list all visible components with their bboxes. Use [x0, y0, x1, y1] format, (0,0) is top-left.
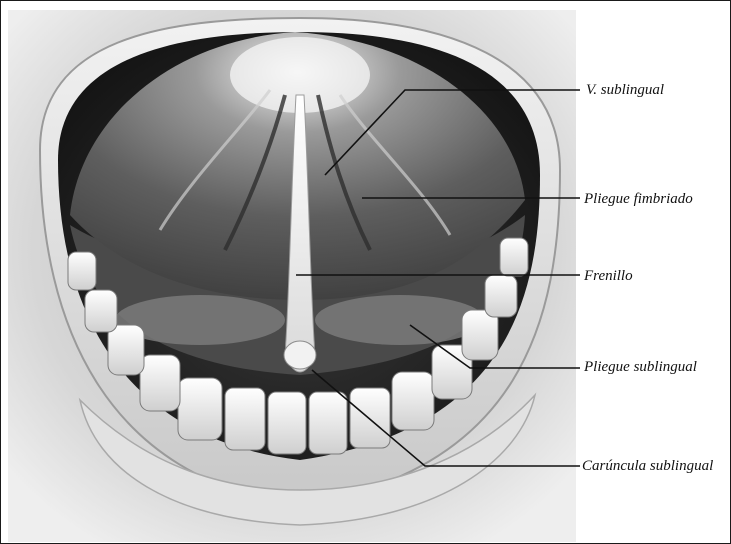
tooth [392, 372, 434, 430]
tooth [500, 238, 528, 276]
tooth [140, 355, 180, 411]
label-v-sublingual: V. sublingual [586, 81, 664, 99]
tooth [462, 310, 498, 360]
tooth [225, 388, 265, 450]
sublingual-fold-right [315, 295, 485, 345]
label-frenillo: Frenillo [584, 267, 633, 285]
tooth [268, 392, 306, 454]
tooth [178, 378, 222, 440]
label-caruncula-sublingual: Carúncula sublingual [582, 457, 713, 475]
sublingual-caruncle [284, 341, 316, 369]
tooth [485, 275, 517, 317]
tooth [350, 388, 390, 448]
tooth [309, 392, 347, 454]
label-pliegue-fimbriado: Pliegue fimbriado [584, 190, 693, 208]
tooth [108, 325, 144, 375]
tooth [68, 252, 96, 290]
label-pliegue-sublingual: Pliegue sublingual [584, 358, 697, 376]
tooth [85, 290, 117, 332]
